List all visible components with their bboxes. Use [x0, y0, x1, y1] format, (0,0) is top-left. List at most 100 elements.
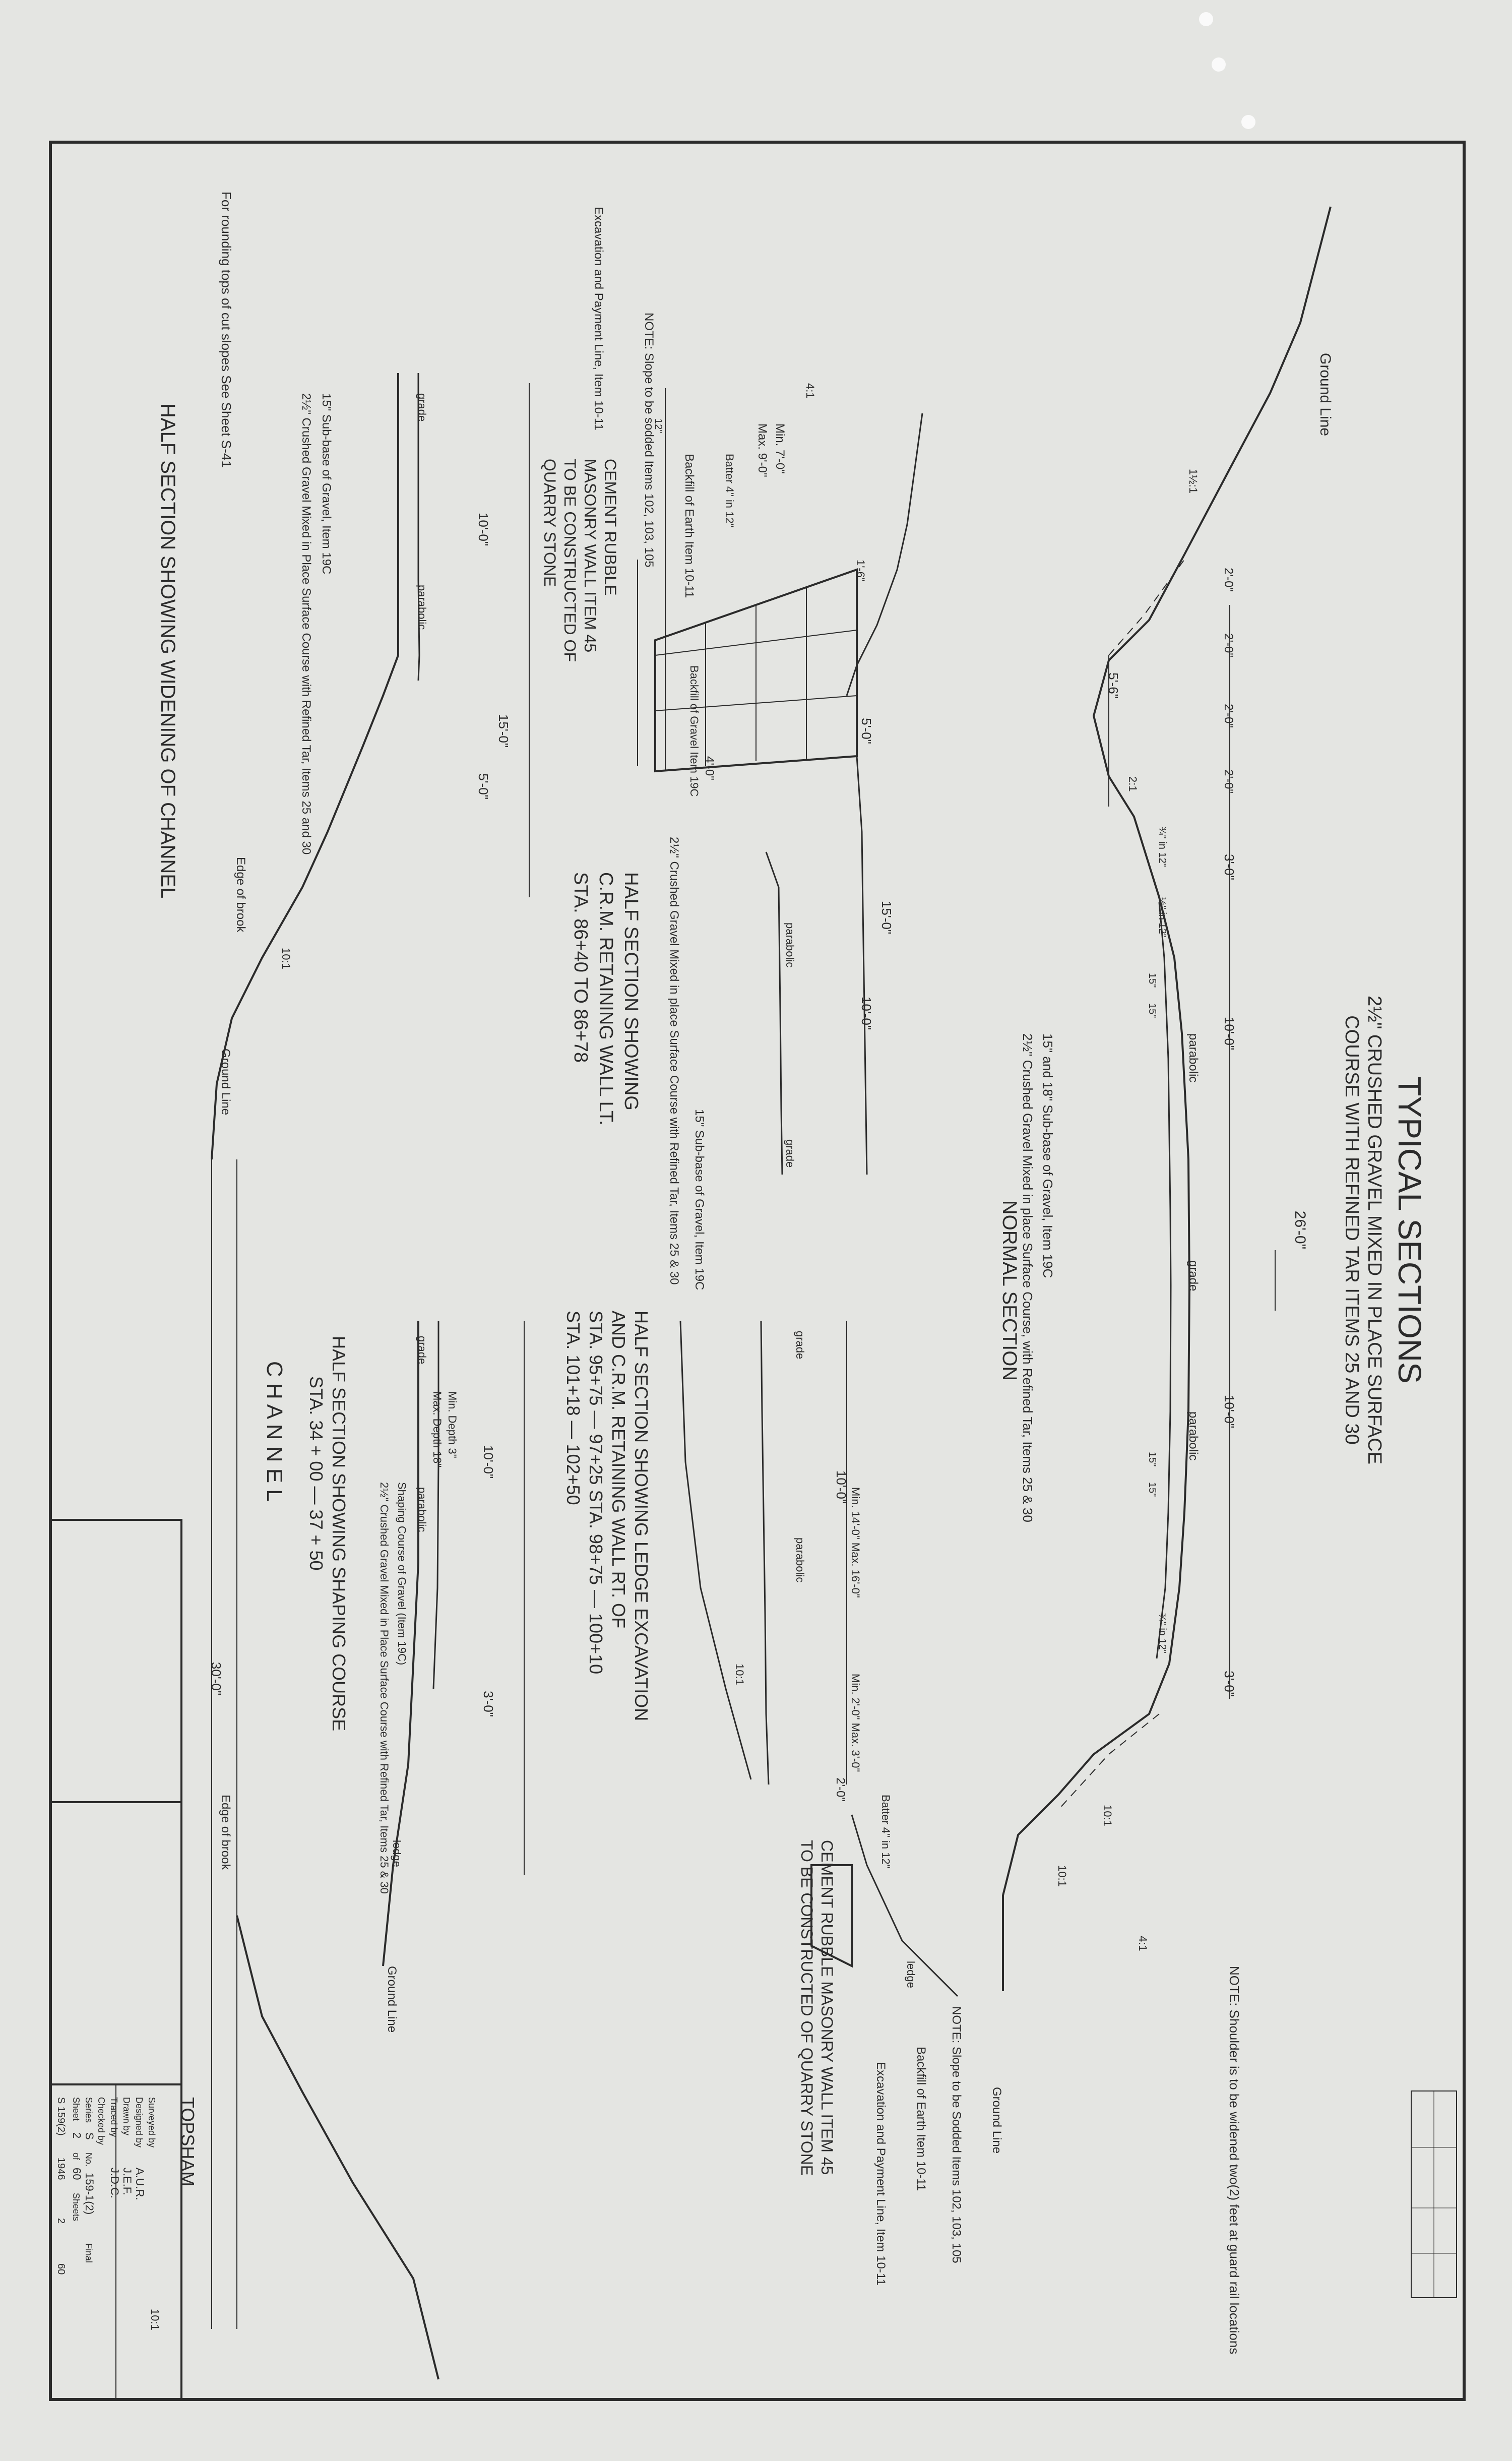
no-value: 159-1(2): [83, 2173, 96, 2214]
town-name: TOPSHAM: [177, 2097, 198, 2186]
ledge-parabolic: parabolic: [794, 1537, 806, 1582]
widening-grade: grade: [416, 393, 428, 421]
ledge-dim-2: 2'-0": [834, 1777, 847, 1802]
wall-lt-dim-4: 4'-0": [703, 756, 716, 780]
checked-by-label: Checked by: [96, 2097, 106, 2145]
wall-lt-backfill-gravel: Backfill of Gravel Item 19C: [688, 665, 701, 797]
wall-lt-title-1: HALF SECTION SHOWING: [620, 872, 642, 1111]
ledge-ledge: ledge: [905, 1961, 917, 1988]
shaping-ground: [382, 1321, 419, 1966]
normal-dim-5-6: 5'-6": [1106, 672, 1121, 699]
normal-dim-2c: 2'-0": [1222, 704, 1235, 728]
shaping-ground-line: Ground Line: [385, 1966, 399, 2033]
widening-dim-10: 10'-0": [476, 513, 491, 546]
normal-section-title: NORMAL SECTION: [998, 1200, 1021, 1381]
wall-lt-dim-12: 12": [653, 418, 664, 433]
normal-slope-12: ½" in 12": [1157, 897, 1168, 938]
normal-ground-line-label: Ground Line: [1317, 353, 1334, 436]
series-label: Series: [84, 2097, 94, 2123]
normal-dim-3a: 3'-0": [1222, 854, 1237, 880]
normal-dim-2b: 2'-0": [1222, 633, 1235, 657]
wall-lt-road: [856, 756, 868, 1175]
shaping-note-surface: 2½" Crushed Gravel Mixed in Place Surfac…: [378, 1482, 391, 1894]
ledge-note-excavation: Excavation and Payment Line, Item 10-11: [874, 2062, 888, 2286]
wall-lt-note-excavation: Excavation and Payment Line, Item 10-11: [592, 207, 605, 430]
ledge-drawing: [679, 1320, 959, 1997]
normal-slope-34-b: ¾" in 12": [1157, 1613, 1168, 1653]
ledge-slope-10-1: 10:1: [733, 1664, 746, 1685]
widening-slope-10-1: 10:1: [280, 948, 292, 969]
normal-note-rounding: For rounding tops of cut slopes See Shee…: [219, 192, 234, 468]
shaping-dim-10: 10'-0": [481, 1445, 496, 1479]
normal-dim-2a: 2'-0": [1222, 568, 1235, 592]
normal-depth-15a: 15": [1147, 973, 1158, 988]
wall-lt-ground: [846, 413, 923, 696]
wall-lt-min-width: Min. 7'-0": [773, 423, 787, 474]
ledge-grade: grade: [794, 1331, 806, 1359]
sheet-label: Sheet: [71, 2097, 81, 2121]
wall-lt-label-3: TO BE CONSTRUCTED OF: [561, 459, 579, 662]
wall-lt-label-1: CEMENT RUBBLE: [601, 459, 619, 595]
widening-drawing: [211, 373, 530, 2329]
wall-lt-title-3: STA. 86+40 TO 86+78: [570, 872, 591, 1063]
widening-note-surface: 2½" Crushed Gravel Mixed in Place Surfac…: [299, 393, 313, 854]
widening-dim-15: 15'-0": [496, 714, 511, 748]
wall-lt-dim-15: 15'-0": [879, 901, 894, 934]
wall-lt-dim-10: 10'-0": [859, 997, 874, 1030]
sheet-number: 2: [71, 2132, 83, 2138]
wall-lt-label-4: QUARRY STONE: [541, 459, 559, 587]
sheets-label: Sheets: [71, 2193, 81, 2221]
normal-slope-10-1-b: 10:1: [1056, 1865, 1068, 1887]
shaping-title-2: STA. 34 + 00 — 37 + 50: [306, 1376, 327, 1571]
ledge-masonry: [810, 1864, 853, 1968]
corner-year: 1946: [55, 2158, 67, 2180]
normal-section-drawing: [1002, 206, 1332, 1991]
drawn-by-label: Drawn by: [121, 2097, 132, 2135]
corner-sheet: 2: [55, 2218, 67, 2224]
normal-depth-15c: 15": [1147, 1452, 1158, 1466]
normal-note-subbase: 15" and 18" Sub-base of Gravel, Item 19C: [1040, 1033, 1055, 1278]
normal-dim-total: 26'-0": [1292, 1211, 1308, 1249]
series-value: S: [83, 2132, 96, 2140]
shaping-parabolic: parabolic: [416, 1487, 428, 1532]
shaping-slope-10-1: 10:1: [149, 2309, 161, 2330]
widening-ground: [211, 373, 399, 1160]
channel-dim-30: 30'-0": [209, 1662, 224, 1695]
designed-by-value: A.U.R.: [134, 2168, 146, 2200]
traced-by-label: Traced by: [109, 2097, 119, 2137]
normal-depth-15b: 15": [1147, 1003, 1158, 1018]
normal-slope-34-a: ¾" in 12": [1157, 827, 1168, 867]
wall-lt-drawing: [637, 388, 923, 1175]
ledge-min-max-2: Min. 2'-0" Max. 3'-0": [849, 1674, 862, 1772]
normal-note-shoulder: NOTE: Shoulder is to be widened two(2) f…: [1227, 1966, 1242, 2354]
wall-lt-backfill-earth: Backfill of Earth Item 10-11: [682, 454, 696, 598]
ledge-title-1: HALF SECTION SHOWING LEDGE EXCAVATION: [631, 1311, 652, 1721]
normal-parabolic-2: parabolic: [1186, 1411, 1200, 1460]
ledge-batter: Batter 4" in 12": [879, 1795, 892, 1868]
normal-parabolic-1: parabolic: [1186, 1033, 1200, 1082]
ledge-road: [760, 1320, 770, 1785]
traced-by-value: J.D.C.: [108, 2168, 121, 2198]
ledge-note-sodded: NOTE: Slope to be Sodded Items 102, 103,…: [950, 2006, 963, 2263]
shaping-ledge: ledge: [391, 1840, 403, 1867]
wall-lt-parabolic: parabolic: [784, 922, 796, 967]
widening-dim-5: 5'-0": [476, 773, 491, 799]
normal-dashed-slope: [1108, 559, 1185, 656]
shaping-title-1: HALF SECTION SHOWING SHAPING COURSE: [329, 1336, 349, 1731]
widening-title: HALF SECTION SHOWING WIDENING OF CHANNEL: [157, 403, 179, 898]
ledge-title-2: AND C.R.M. RETAINING WALL RT. OF: [608, 1311, 629, 1628]
ledge-wall-label-1: CEMENT RUBBLE MASONRY WALL ITEM 45: [818, 1840, 836, 2175]
shaping-edge-brook: Edge of brook: [219, 1795, 232, 1870]
surveyed-by-label: Surveyed by: [147, 2097, 157, 2147]
wall-lt-note-sodded: NOTE: Slope to be sodded Items 102, 103,…: [642, 313, 656, 568]
corner-id-box: [1411, 2090, 1457, 2298]
ledge-dim-10: 10'-0": [834, 1470, 849, 1504]
sheet-total: 60: [71, 2168, 83, 2180]
ledge-backfill-earth: Backfill of Earth Item 10-11: [914, 2047, 928, 2191]
normal-dim-2d: 2'-0": [1222, 769, 1235, 793]
normal-dim-10a: 10'-0": [1222, 1017, 1237, 1050]
sheet-border: [49, 141, 1466, 2401]
sheet-subtitle-1: 2½" CRUSHED GRAVEL MIXED IN PLACE SURFAC…: [1364, 996, 1385, 1464]
ledge-wall-label-2: TO BE CONSTRUCTED OF QUARRY STONE: [798, 1840, 816, 2176]
